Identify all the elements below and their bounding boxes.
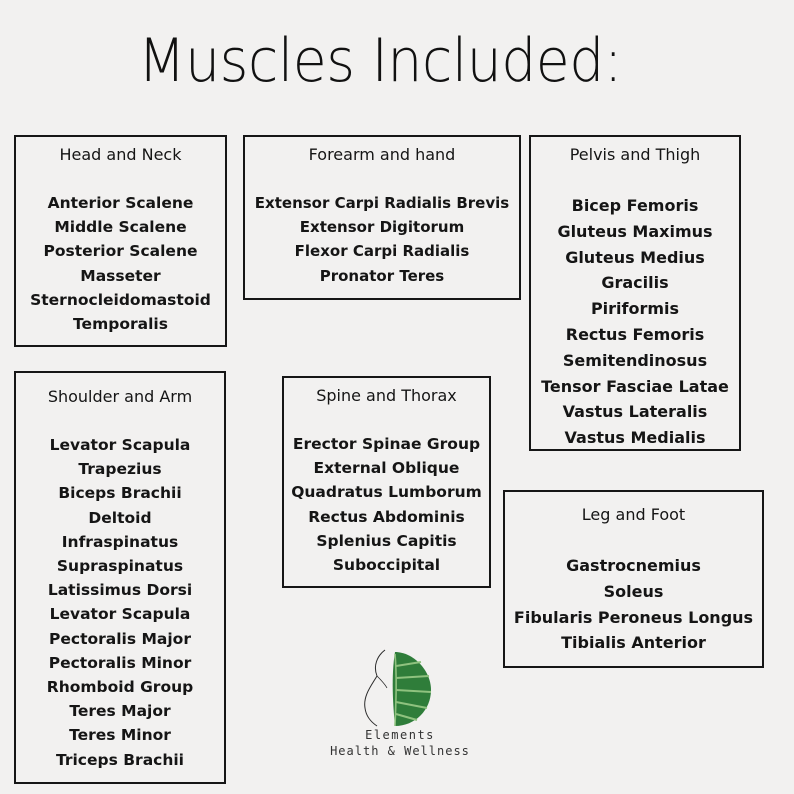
muscle-item: Trapezius (78, 460, 162, 479)
brand-tagline: Health & Wellness (330, 744, 470, 758)
muscle-item: Masseter (80, 266, 161, 285)
group-title: Leg and Foot (581, 505, 686, 524)
muscle-item: Teres Major (69, 702, 171, 721)
group-title: Spine and Thorax (316, 386, 457, 405)
muscle-item: Semitendinosus (562, 350, 708, 370)
muscle-item: Temporalis (73, 315, 168, 334)
muscle-item: Gluteus Maximus (557, 221, 713, 241)
page-title: Muscles Included: (137, 26, 623, 96)
group-title: Head and Neck (59, 145, 182, 164)
brand-name: Elements (365, 728, 435, 742)
muscle-item: Rhomboid Group (46, 678, 194, 697)
muscle-item: Pectoralis Major (49, 629, 191, 648)
muscle-item: Fibularis Peroneus Longus (513, 607, 754, 627)
muscle-item: Middle Scalene (54, 218, 187, 237)
muscle-list: Anterior Scalene Middle Scalene Posterio… (16, 191, 225, 336)
muscle-item: Suboccipital (332, 556, 441, 575)
muscle-list: Gastrocnemius Soleus Fibularis Peroneus … (505, 553, 762, 656)
muscle-item: Erector Spinae Group (292, 435, 481, 453)
muscle-list: Extensor Carpi Radialis Brevis Extensor … (245, 191, 519, 288)
muscle-item: Bicep Femoris (571, 196, 699, 215)
muscle-item: Gracilis (601, 273, 669, 293)
muscle-item: Levator Scapula (49, 605, 191, 624)
group-title: Forearm and hand (308, 145, 456, 164)
muscle-item: Anterior Scalene (47, 194, 194, 212)
muscle-group-pelvis-thigh: Pelvis and Thigh Bicep Femoris Gluteus M… (529, 135, 741, 451)
muscle-item: Rectus Femoris (565, 324, 705, 344)
monstera-leaf-silhouette-icon (364, 649, 432, 727)
muscle-group-forearm-hand: Forearm and hand Extensor Carpi Radialis… (243, 135, 521, 300)
muscle-item: Deltoid (88, 508, 152, 527)
muscle-item: Vastus Medialis (564, 428, 706, 448)
muscle-item: Gluteus Medius (565, 247, 705, 267)
muscle-item: Extensor Digitorum (299, 218, 465, 237)
muscle-item: External Oblique (313, 459, 460, 478)
muscle-item: Teres Minor (69, 726, 171, 745)
muscle-item: Tensor Fasciae Latae (541, 376, 729, 396)
muscle-item: Soleus (603, 581, 664, 601)
muscle-item: Pronator Teres (319, 266, 445, 285)
muscle-item: Tibialis Anterior (561, 633, 706, 653)
muscle-list: Erector Spinae Group External Oblique Qu… (284, 432, 489, 577)
muscle-item: Supraspinatus (56, 557, 184, 576)
muscle-item: Piriformis (590, 299, 680, 319)
muscle-list: Bicep Femoris Gluteus Maximus Gluteus Me… (531, 193, 739, 451)
brand-logo: Elements Health & Wellness (300, 646, 500, 766)
muscle-item: Rectus Abdominis (308, 507, 465, 526)
muscle-item: Quadratus Lumborum (291, 483, 482, 502)
group-title: Pelvis and Thigh (569, 145, 701, 164)
muscle-item: Flexor Carpi Radialis (294, 242, 470, 261)
muscle-item: Levator Scapula (49, 436, 191, 454)
muscle-item: Latissimus Dorsi (47, 581, 193, 600)
muscle-item: Infraspinatus (61, 532, 179, 551)
muscle-item: Sternocleidomastoid (30, 290, 211, 309)
muscle-item: Posterior Scalene (43, 242, 198, 261)
group-title: Shoulder and Arm (47, 387, 193, 406)
muscle-group-head-neck: Head and Neck Anterior Scalene Middle Sc… (14, 135, 227, 347)
muscle-item: Pectoralis Minor (48, 653, 192, 672)
muscle-item: Vastus Lateralis (562, 402, 708, 422)
muscle-item: Triceps Brachii (55, 750, 184, 769)
muscle-item: Biceps Brachii (58, 484, 182, 503)
muscle-group-spine-thorax: Spine and Thorax Erector Spinae Group Ex… (282, 376, 491, 588)
muscle-group-leg-foot: Leg and Foot Gastrocnemius Soleus Fibula… (503, 490, 764, 668)
muscle-item: Gastrocnemius (566, 556, 701, 575)
muscle-item: Splenius Capitis (316, 531, 457, 550)
muscle-list: Levator Scapula Trapezius Biceps Brachii… (16, 433, 224, 772)
muscle-item: Extensor Carpi Radialis Brevis (254, 194, 510, 212)
muscle-group-shoulder-arm: Shoulder and Arm Levator Scapula Trapezi… (14, 371, 226, 784)
